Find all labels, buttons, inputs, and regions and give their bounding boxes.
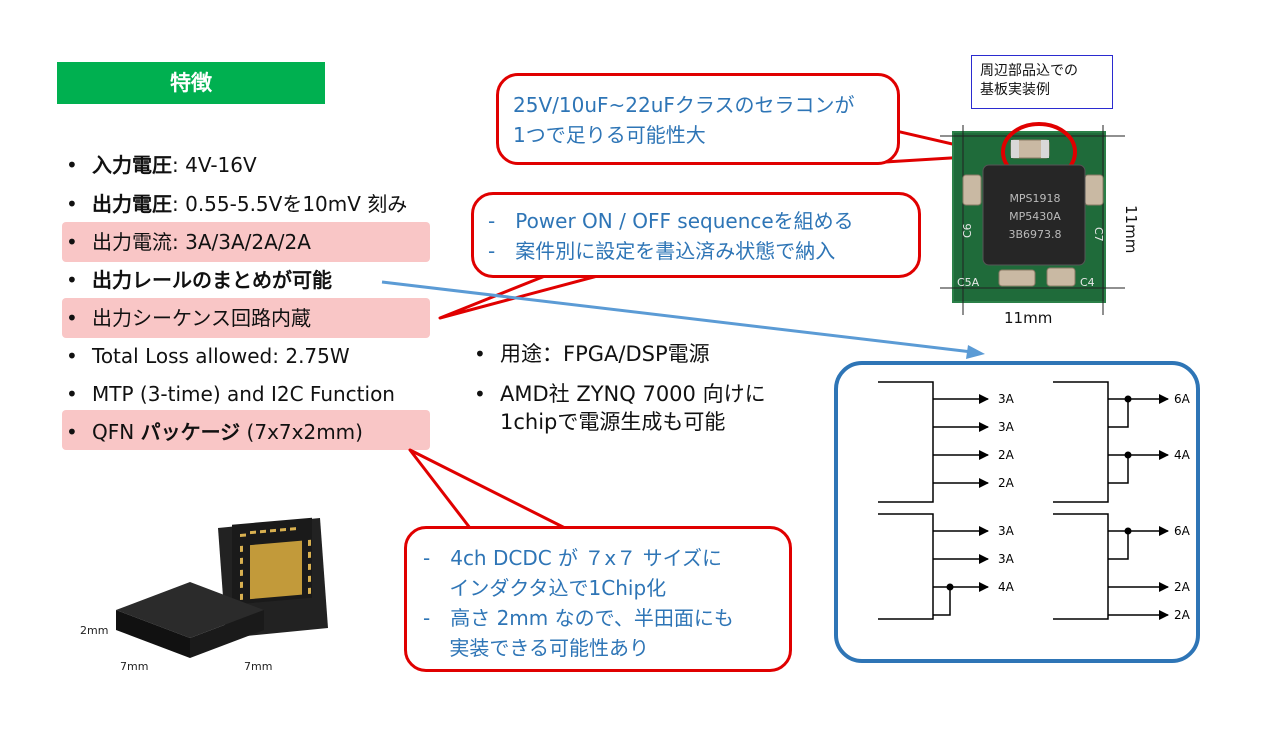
callout-sequence: - Power ON / OFF sequenceを組める - 案件別に設定を書…	[471, 192, 921, 278]
callout-capacitor-line-1: 25V/10uF~22uFクラスのセラコンが	[513, 93, 855, 117]
feature-rail-merge: •出力レールのまとめが可能	[66, 268, 332, 292]
board-photo: MPS1918 MP5430A 3B6973.8 C6 C7 C5A C4	[940, 122, 1125, 315]
q3-output-1: 3A	[998, 524, 1015, 538]
feature-package: •QFN パッケージ (7x7x2mm)	[66, 420, 363, 444]
q1-output-1: 3A	[998, 392, 1015, 406]
q1-output-4: 2A	[998, 476, 1015, 490]
feature-input-voltage: •入力電圧: 4V-16V	[66, 153, 257, 177]
q1-output-3: 2A	[998, 448, 1015, 462]
q3-output-3: 4A	[998, 580, 1015, 594]
q2-output-2: 4A	[1174, 448, 1191, 462]
package-dim-width-1: 7mm	[120, 660, 148, 673]
package-dim-height: 2mm	[80, 624, 108, 637]
highlight-sequence	[62, 298, 430, 338]
board-dim-height: 11mm	[1122, 205, 1140, 254]
package-dim-width-2: 7mm	[244, 660, 272, 673]
board-chip	[982, 164, 1086, 266]
use-zynq: •AMD社 ZYNQ 7000 向けに	[474, 382, 766, 406]
highlight-output-current	[62, 222, 430, 262]
use-single-chip: 1chipで電源生成も可能	[500, 410, 726, 434]
q4-output-1: 6A	[1174, 524, 1191, 538]
package-photo: 2mm 7mm 7mm	[80, 517, 328, 673]
chip-marking-2: MP5430A	[1009, 210, 1061, 223]
rail-merge-arrow	[381, 280, 973, 354]
q4-output-2: 2A	[1174, 580, 1191, 594]
silk-c4: C4	[1080, 276, 1095, 289]
callout-package-line-3: - 高さ 2mm なので、半田面にも	[423, 606, 734, 630]
feature-sequence: •出力シーケンス回路内蔵	[66, 306, 311, 330]
silk-c7: C7	[1092, 227, 1105, 242]
q1-output-2: 3A	[998, 420, 1015, 434]
callout-package-line-2: インダクタ込で1Chip化	[423, 576, 667, 600]
callout-package-tail	[408, 448, 567, 530]
callout-package-line-4: 実装できる可能性あり	[423, 636, 649, 660]
use-fpga-dsp: •用途：FPGA/DSP電源	[474, 342, 710, 366]
callout-sequence-line-1: - Power ON / OFF sequenceを組める	[488, 209, 854, 233]
callout-package: - 4ch DCDC が ７x７ サイズに インダクタ込で1Chip化 - 高さ…	[404, 526, 792, 672]
highlight-package	[62, 410, 430, 450]
section-title: 特徴	[57, 62, 325, 104]
silk-c5a: C5A	[957, 276, 980, 289]
rail-merge-arrowhead	[966, 345, 985, 359]
q3-output-2: 3A	[998, 552, 1015, 566]
callout-package-line-1: - 4ch DCDC が ７x７ サイズに	[423, 546, 723, 570]
rail-merge-schematic: 3A 3A 2A 2A 6A 4A 3A 3A 4A 6A 2A 2A	[878, 381, 1191, 622]
package-pad	[250, 540, 302, 600]
callout-capacitor: 25V/10uF~22uFクラスのセラコンが 1つで足りる可能性大	[496, 73, 900, 165]
q2-output-1: 6A	[1174, 392, 1191, 406]
board-note: 周辺部品込での 基板実装例	[971, 55, 1113, 109]
q4-output-3: 2A	[1174, 608, 1191, 622]
chip-marking-3: 3B6973.8	[1008, 228, 1061, 241]
board-dim-width: 11mm	[1004, 309, 1053, 327]
callout-sequence-line-2: - 案件別に設定を書込済み状態で納入	[488, 239, 836, 263]
silk-c6: C6	[961, 223, 974, 238]
feature-output-current: •出力電流: 3A/3A/2A/2A	[66, 230, 311, 254]
callout-capacitor-line-2: 1つで足りる可能性大	[513, 123, 706, 147]
feature-mtp-i2c: •MTP (3-time) and I2C Function	[66, 382, 395, 406]
chip-marking-1: MPS1918	[1009, 192, 1060, 205]
rail-merge-diagram: 3A 3A 2A 2A 6A 4A 3A 3A 4A 6A 2A 2A	[834, 361, 1200, 663]
feature-output-voltage: •出力電圧: 0.55-5.5Vを10mV 刻み	[66, 192, 408, 216]
feature-total-loss: •Total Loss allowed: 2.75W	[66, 344, 350, 368]
